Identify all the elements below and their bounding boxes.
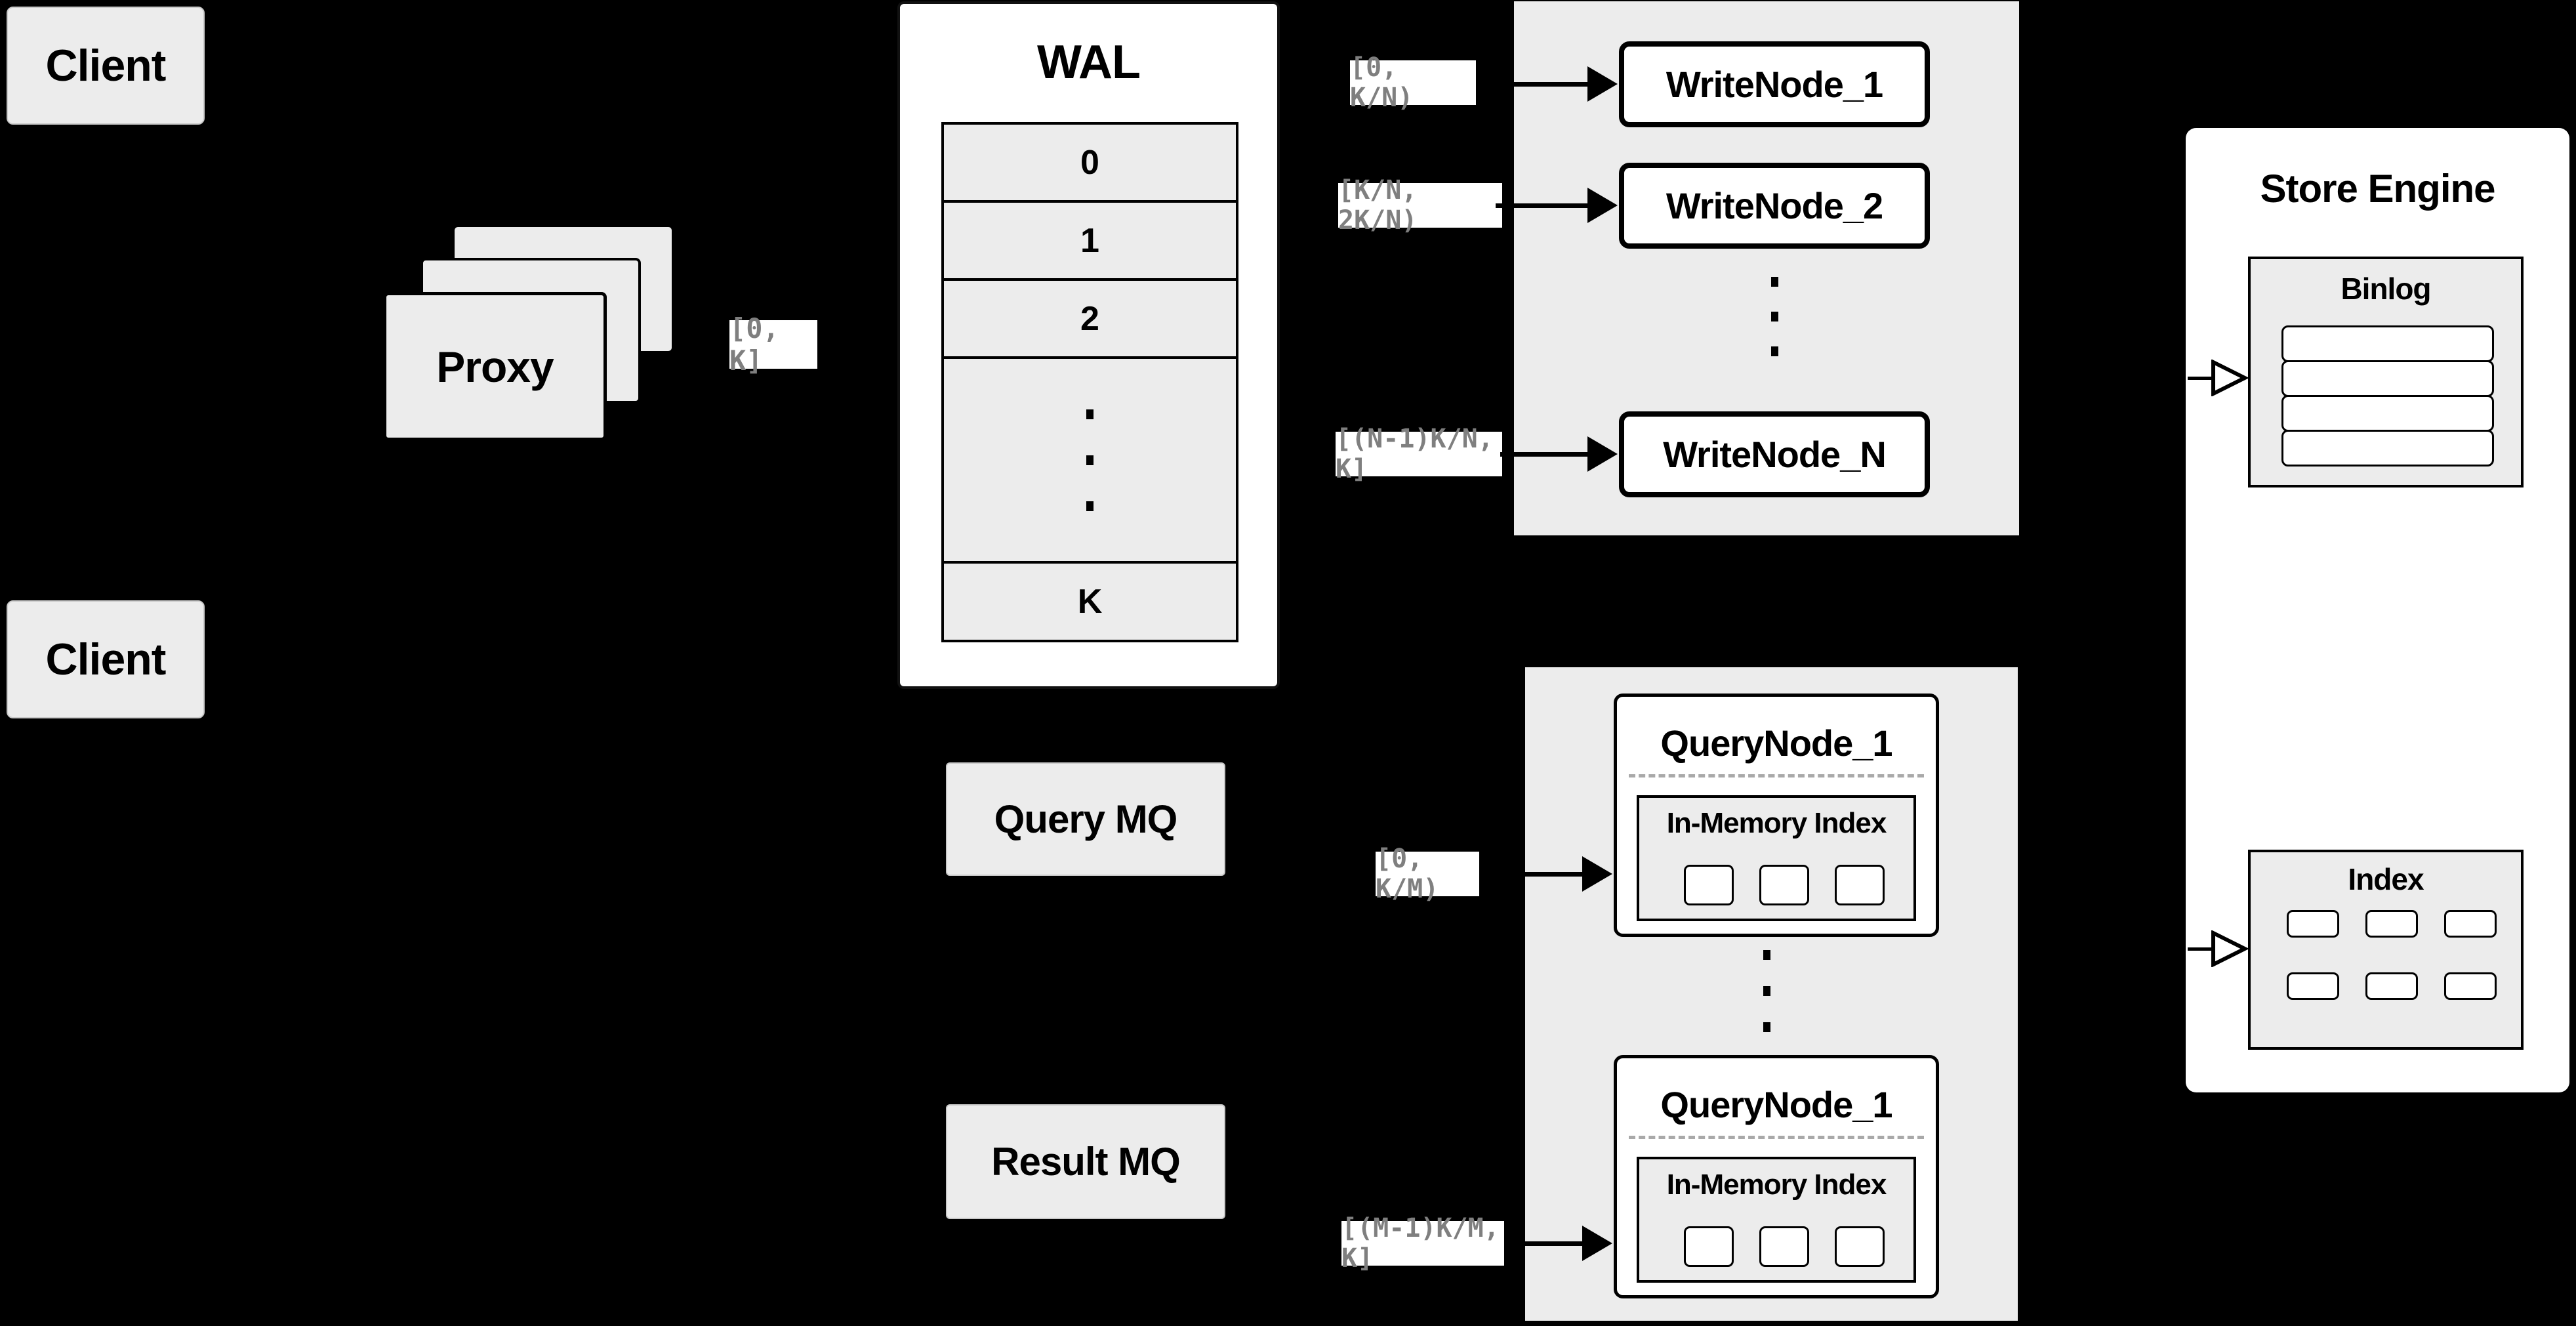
binlog-rows <box>2281 325 2494 466</box>
arrow-right-icon <box>1582 856 1612 892</box>
segment-cell <box>1835 865 1885 905</box>
wal-row: K <box>941 561 1238 642</box>
range-label-querynode-1: [0, K/M) <box>1376 844 1479 904</box>
store-engine-title: Store Engine <box>2260 167 2495 211</box>
range-label-writenode-2: [K/N, 2K/N) <box>1338 175 1502 236</box>
wal-row-ellipsis <box>941 356 1238 564</box>
dashed-divider <box>1629 1136 1924 1139</box>
vertical-ellipsis-icon <box>1763 950 1770 1032</box>
arrow-line <box>2188 377 2213 380</box>
segment-cell <box>1759 865 1809 905</box>
wal-table: 0 1 2 K <box>941 122 1238 642</box>
client-box-top: Client <box>7 7 205 125</box>
range-label-writenode-1: [0, K/N) <box>1350 52 1476 113</box>
wal-box: WAL 0 1 2 K <box>897 1 1280 689</box>
arrow-right-icon <box>1587 188 1618 223</box>
arrow-line <box>1496 203 1587 208</box>
segment-cell <box>1759 1226 1809 1267</box>
client-label: Client <box>45 634 167 684</box>
arrow-line <box>1504 1241 1582 1246</box>
segment-cell <box>1684 1226 1734 1267</box>
in-memory-index-box: In-Memory Index <box>1637 1157 1916 1283</box>
binlog-row <box>2281 325 2494 362</box>
binlog-title: Binlog <box>2341 272 2431 306</box>
wal-row: 2 <box>941 278 1238 359</box>
dashed-divider <box>1629 774 1924 777</box>
arrow-right-icon <box>1582 1226 1612 1261</box>
write-node-2-box: WriteNode_2 <box>1619 163 1930 249</box>
query-node-title: QueryNode_1 <box>1660 1084 1892 1125</box>
query-node-1-box: QueryNode_1 In-Memory Index <box>1614 694 1939 937</box>
index-cell <box>2444 972 2497 1000</box>
arrow-line <box>1500 452 1587 457</box>
range-label-querynode-m: [(M-1)K/M, K] <box>1341 1213 1504 1274</box>
index-cell <box>2287 910 2339 938</box>
vertical-ellipsis-icon <box>1086 409 1094 511</box>
index-box: Index <box>2248 850 2524 1050</box>
query-node-m-box: QueryNode_1 In-Memory Index <box>1614 1055 1939 1298</box>
vertical-ellipsis-icon <box>1771 277 1778 356</box>
hollow-arrow-right-icon <box>2211 930 2249 967</box>
query-mq-box: Query MQ <box>946 762 1225 876</box>
client-label: Client <box>45 41 167 91</box>
store-engine-box: Store Engine Binlog Index <box>2186 128 2569 1092</box>
range-label-writenode-n: [(N-1)K/N, K] <box>1336 424 1502 484</box>
arrow-line <box>2188 947 2213 951</box>
arrow-line <box>1479 872 1582 877</box>
wal-title: WAL <box>1037 36 1141 89</box>
wal-row: 1 <box>941 200 1238 281</box>
hollow-arrow-right-icon <box>2211 360 2249 396</box>
arrow-line <box>1476 82 1587 87</box>
in-memory-index-box: In-Memory Index <box>1637 795 1916 921</box>
binlog-box: Binlog <box>2248 257 2524 487</box>
index-cell <box>2287 972 2339 1000</box>
proxy-card-front: Proxy <box>383 292 607 441</box>
write-node-n-box: WriteNode_N <box>1619 411 1930 497</box>
in-memory-index-title: In-Memory Index <box>1666 807 1887 839</box>
arrow-right-icon <box>1587 66 1618 102</box>
binlog-row <box>2281 395 2494 432</box>
arrow-right-icon <box>1587 436 1618 472</box>
index-cell <box>2365 972 2418 1000</box>
result-mq-box: Result MQ <box>946 1104 1225 1219</box>
range-label-proxy-wal: [0, K] <box>729 312 817 377</box>
segment-cell <box>1684 865 1734 905</box>
segment-cell <box>1835 1226 1885 1267</box>
binlog-row <box>2281 430 2494 466</box>
index-title: Index <box>2348 862 2424 896</box>
wal-row: 0 <box>941 122 1238 203</box>
index-cell <box>2365 910 2418 938</box>
binlog-row <box>2281 360 2494 397</box>
client-box-bottom: Client <box>7 600 205 718</box>
index-cell <box>2444 910 2497 938</box>
in-memory-index-title: In-Memory Index <box>1666 1169 1887 1201</box>
query-node-title: QueryNode_1 <box>1660 722 1892 764</box>
write-node-1-box: WriteNode_1 <box>1619 41 1930 127</box>
proxy-label: Proxy <box>436 342 554 391</box>
